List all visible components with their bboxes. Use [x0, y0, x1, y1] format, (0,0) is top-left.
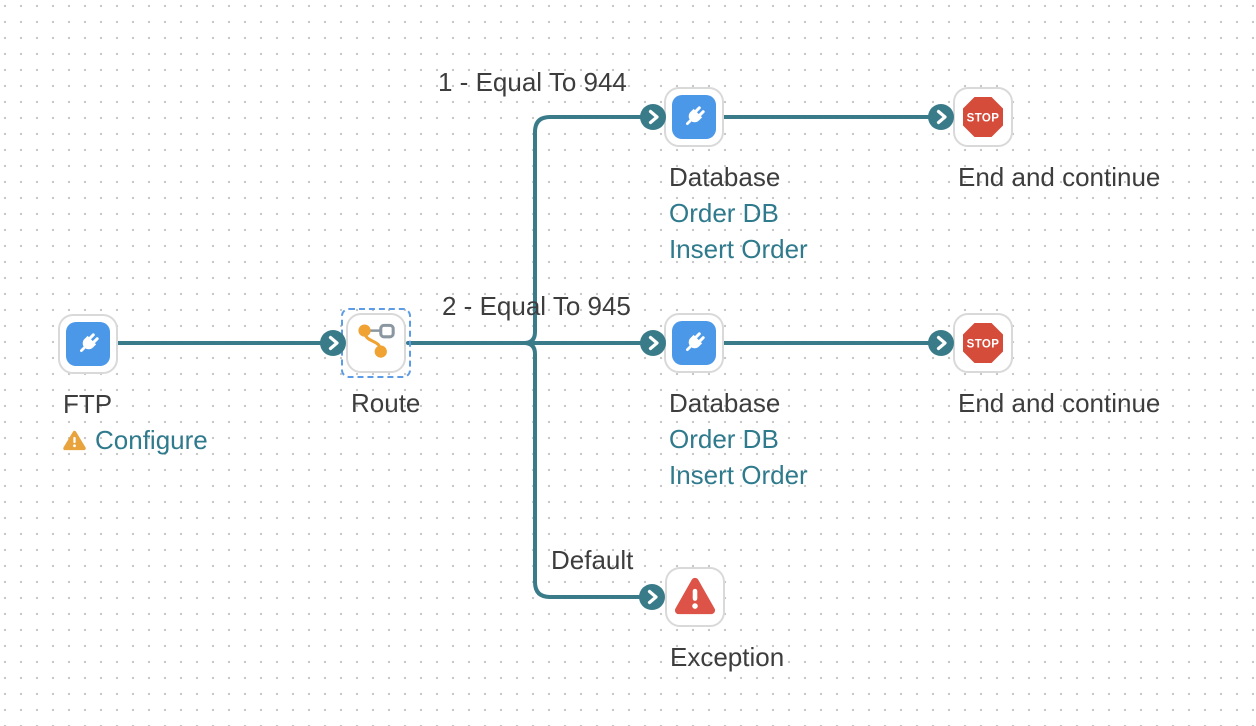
chevron-right-icon [328, 335, 339, 351]
node-exception[interactable]: Exception [665, 567, 784, 672]
port-database-mid-input[interactable] [640, 330, 666, 356]
port-end-top-input[interactable] [928, 104, 954, 130]
stop-sign-text: STOP [967, 339, 1000, 351]
configure-link[interactable]: Configure [95, 425, 208, 455]
plug-icon [685, 106, 705, 126]
chevron-right-icon [648, 335, 659, 351]
node-label: FTP [63, 389, 113, 419]
operation-name: Insert Order [669, 460, 808, 490]
port-end-mid-input[interactable] [928, 330, 954, 356]
stop-sign-icon: STOP [963, 323, 1003, 363]
chevron-right-icon [936, 109, 947, 125]
port-route-input[interactable] [320, 330, 346, 356]
port-database-top-input[interactable] [640, 104, 666, 130]
plug-icon [79, 333, 99, 353]
connector-badge [672, 95, 716, 139]
node-label: Database [669, 388, 781, 418]
route-icon [358, 323, 395, 358]
edge-branch-trunk [522, 115, 648, 599]
database-node-box [664, 313, 724, 373]
node-label: End and continue [958, 162, 1161, 192]
exception-triangle-icon [674, 577, 716, 615]
branch-label-condition-1[interactable]: 1 - Equal To 944 [438, 67, 627, 97]
node-label: End and continue [958, 388, 1161, 418]
node-database-top[interactable]: Database Order DB Insert Order [664, 87, 808, 264]
stop-sign-text: STOP [967, 113, 1000, 125]
node-label: Exception [670, 642, 785, 672]
chevron-right-icon [936, 335, 947, 351]
node-ftp-activity[interactable]: FTP Configure [58, 314, 208, 455]
node-route[interactable]: Route [341, 308, 420, 418]
node-end-and-continue-mid[interactable]: STOP End and continue [953, 313, 1160, 418]
connector-badge [66, 322, 110, 366]
connector-badge [672, 321, 716, 365]
chevron-right-icon [648, 109, 659, 125]
branch-label-default[interactable]: Default [551, 545, 634, 575]
node-database-mid[interactable]: Database Order DB Insert Order [664, 313, 808, 490]
exception-node-box [665, 567, 725, 627]
configure-warning[interactable]: Configure [63, 422, 208, 458]
chevron-right-icon [647, 589, 658, 605]
node-end-and-continue-top[interactable]: STOP End and continue [953, 87, 1160, 192]
connection-name: Order DB [669, 424, 779, 454]
node-label: Database [669, 162, 781, 192]
database-node-box [664, 87, 724, 147]
port-exception-input[interactable] [639, 584, 665, 610]
end-node-box: STOP [953, 87, 1013, 147]
ftp-node-box [58, 314, 118, 374]
operation-name: Insert Order [669, 234, 808, 264]
warning-triangle-icon [63, 430, 86, 450]
route-node-box [341, 308, 411, 378]
stop-sign-icon: STOP [963, 97, 1003, 137]
node-label: Route [351, 388, 421, 418]
end-node-box: STOP [953, 313, 1013, 373]
connection-name: Order DB [669, 198, 779, 228]
plug-icon [685, 332, 705, 352]
branch-label-condition-2[interactable]: 2 - Equal To 945 [442, 291, 631, 321]
